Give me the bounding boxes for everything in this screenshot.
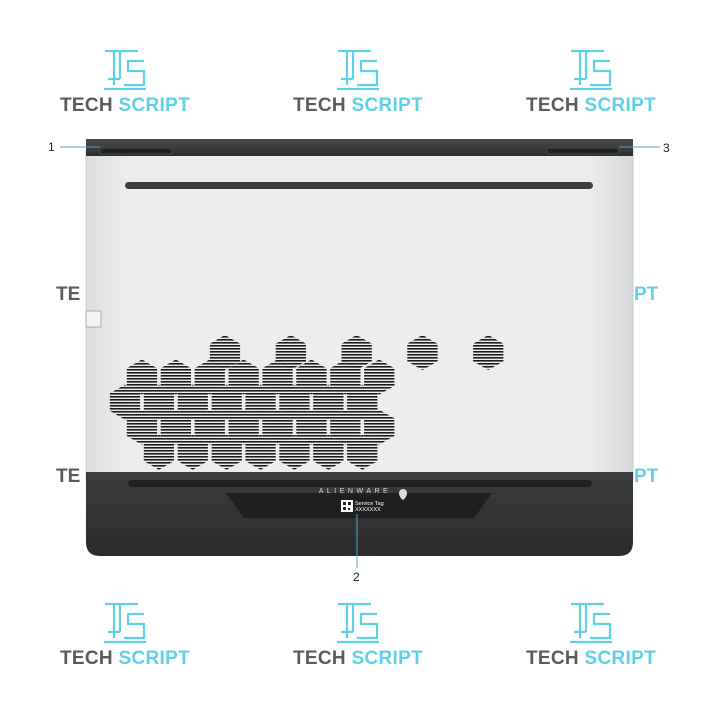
watermark-word-tech: TECH (60, 95, 113, 116)
watermark-fragment-right-upper: PT (634, 284, 659, 305)
vent-hexagon (177, 434, 208, 470)
vent-hexagon (330, 409, 361, 445)
watermark-word-script: SCRIPT (118, 95, 190, 116)
front-plate (226, 493, 492, 518)
watermark-word-tech: TECH (60, 648, 113, 669)
service-tag-label: Service Tag XXXXXXX (355, 501, 384, 513)
watermark-top-center: TECH SCRIPT (288, 45, 428, 125)
vent-hexagon (209, 335, 241, 370)
vent-hexagon (126, 359, 158, 395)
callout-number-1: 1 (48, 140, 55, 154)
vent-hexagon (407, 335, 438, 370)
vent-hexagon (364, 359, 395, 395)
watermark-word-tech: TECH (526, 648, 579, 669)
tech-script-logo-icon (337, 602, 379, 644)
vent-hexagon (109, 384, 141, 420)
side-port (85, 310, 102, 328)
watermark-bottom-center: TECH SCRIPT (288, 598, 428, 678)
tech-script-logo-icon (337, 49, 379, 91)
vent-hexagon (347, 384, 378, 420)
vent-hexagon (160, 409, 191, 445)
alien-head-logo-icon (399, 489, 407, 500)
vent-hexagon (279, 434, 310, 470)
vent-hexagon (330, 359, 361, 395)
callout-number-2: 2 (353, 570, 360, 584)
watermark-bottom-right: TECH SCRIPT (521, 598, 661, 678)
callout-number-3: 3 (663, 141, 670, 155)
vent-hexagon (245, 384, 276, 420)
vent-hexagon (279, 384, 310, 420)
vent-hexagon (160, 359, 191, 395)
watermark-bottom-left: TECH SCRIPT (55, 598, 195, 678)
vent-hexagon (262, 409, 293, 445)
vent-hexagon (364, 409, 395, 445)
vent-hexagon (275, 335, 306, 370)
watermark-fragment-right-lower: PT (634, 466, 659, 487)
vent-hexagon (228, 409, 259, 445)
service-tag-value: XXXXXXX (355, 507, 381, 513)
brand-logotype: ALIENWARE (318, 488, 392, 495)
tech-script-logo-icon (570, 49, 612, 91)
vent-hexagon (143, 384, 174, 420)
watermark-word-script: SCRIPT (351, 648, 423, 669)
vent-hexagon (296, 359, 327, 395)
vent-hexagon (341, 335, 372, 370)
vent-hexagon (194, 359, 225, 395)
vent-hexagon (347, 434, 378, 470)
vent-hexagon (177, 384, 208, 420)
watermark-word-tech: TECH (293, 648, 346, 669)
hexagon-vent-grille (109, 335, 504, 470)
watermark-word-tech: TECH (293, 95, 346, 116)
tech-script-logo-icon (570, 602, 612, 644)
rear-vent-left (99, 147, 173, 155)
vent-hexagon (228, 359, 259, 395)
rubber-foot-strip-rear (125, 182, 593, 189)
rear-bezel (86, 139, 633, 156)
rubber-foot-strip-front (128, 480, 592, 487)
vent-hexagon (262, 359, 293, 395)
watermark-top-left: TECH SCRIPT (55, 45, 195, 125)
vent-hexagon (313, 384, 344, 420)
vent-hexagon (194, 409, 225, 445)
tech-script-logo-icon (104, 602, 146, 644)
watermark-word-script: SCRIPT (118, 648, 190, 669)
vent-hexagon (313, 434, 344, 470)
watermark-fragment-left-upper: TE (56, 284, 81, 305)
vent-hexagon (211, 434, 242, 470)
rear-vent-right (546, 147, 620, 155)
vent-hexagon (473, 335, 504, 370)
watermark-top-right: TECH SCRIPT (521, 45, 661, 125)
watermark-word-script: SCRIPT (584, 648, 656, 669)
service-tag-qr-icon (341, 500, 353, 512)
service-tag-title: Service Tag (355, 501, 384, 507)
vent-hexagon (143, 434, 174, 470)
watermark-word-script: SCRIPT (584, 95, 656, 116)
vent-hexagon (126, 409, 158, 445)
watermark-word-script: SCRIPT (351, 95, 423, 116)
watermark-word-tech: TECH (526, 95, 579, 116)
vent-hexagon (296, 409, 327, 445)
watermark-fragment-left-lower: TE (56, 466, 81, 487)
vent-hexagon (211, 384, 242, 420)
vent-hexagon (245, 434, 276, 470)
tech-script-logo-icon (104, 49, 146, 91)
